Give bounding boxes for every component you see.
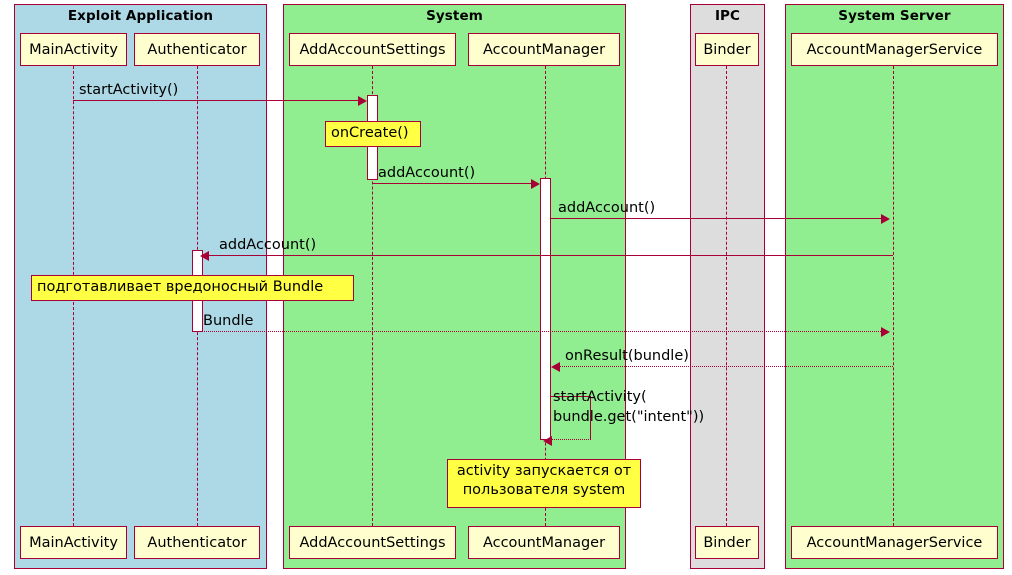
lifeline-accountmanagerservice bbox=[893, 66, 894, 526]
participant-authenticator-bottom[interactable]: Authenticator bbox=[134, 526, 260, 559]
message-line-addaccount-2 bbox=[551, 218, 883, 219]
participant-accountmanagerservice-bottom[interactable]: AccountManagerService bbox=[791, 526, 998, 559]
participant-mainactivity-bottom[interactable]: MainActivity bbox=[20, 526, 127, 559]
message-line-startactivity bbox=[73, 100, 360, 101]
message-arrowhead-addaccount-2 bbox=[881, 213, 890, 224]
participant-authenticator-top[interactable]: Authenticator bbox=[134, 33, 260, 66]
message-label-self-startactivity-line2: bundle.get("intent")) bbox=[553, 408, 705, 425]
group-exploit-application-title: Exploit Application bbox=[67, 8, 214, 24]
participant-accountmanager-bottom[interactable]: AccountManager bbox=[468, 526, 620, 559]
message-label-addaccount-2: addAccount() bbox=[558, 200, 656, 216]
message-arrowhead-addaccount-1 bbox=[531, 178, 540, 189]
note-oncreate: onCreate() bbox=[325, 121, 421, 147]
message-label-self-startactivity: startActivity( bundle.get("intent")) bbox=[553, 388, 704, 427]
participant-binder-top[interactable]: Binder bbox=[695, 33, 759, 66]
message-arrowhead-startactivity bbox=[358, 95, 367, 106]
message-label-onresult: onResult(bundle) bbox=[565, 348, 689, 364]
note-activity-runs-as-system-line2: пользователя system bbox=[462, 481, 626, 498]
message-label-self-startactivity-line1: startActivity( bbox=[553, 389, 647, 405]
note-prepares-malicious-bundle: подготавливает вредоносный Bundle bbox=[31, 275, 354, 301]
participant-addaccountsettings-top[interactable]: AddAccountSettings bbox=[289, 33, 456, 66]
participant-addaccountsettings-bottom[interactable]: AddAccountSettings bbox=[289, 526, 456, 559]
message-label-addaccount-1: addAccount() bbox=[378, 165, 476, 181]
message-line-onresult bbox=[559, 366, 893, 367]
note-activity-runs-as-system: activity запускается от пользователя syst… bbox=[447, 459, 641, 508]
group-system-server: System Server bbox=[785, 4, 1004, 569]
activation-accountmanager bbox=[540, 178, 551, 440]
participant-binder-bottom[interactable]: Binder bbox=[695, 526, 759, 559]
participant-accountmanager-top[interactable]: AccountManager bbox=[468, 33, 620, 66]
message-arrowhead-onresult bbox=[551, 361, 560, 372]
note-activity-runs-as-system-line1: activity запускается от bbox=[456, 463, 632, 479]
message-label-bundle: Bundle bbox=[203, 313, 254, 329]
message-label-addaccount-3: addAccount() bbox=[219, 237, 317, 253]
message-arrowhead-addaccount-3 bbox=[200, 250, 209, 261]
participant-mainactivity-top[interactable]: MainActivity bbox=[20, 33, 127, 66]
group-ipc-title: IPC bbox=[714, 8, 741, 24]
message-arrowhead-bundle bbox=[881, 326, 890, 337]
lifeline-binder bbox=[726, 66, 727, 526]
group-system-title: System bbox=[426, 8, 483, 24]
message-line-addaccount-3 bbox=[208, 255, 893, 256]
message-self-startactivity-loop bbox=[551, 396, 591, 440]
message-line-bundle bbox=[198, 331, 883, 332]
message-arrowhead-self-startactivity bbox=[543, 435, 552, 446]
group-ipc: IPC bbox=[690, 4, 765, 569]
group-system-server-title: System Server bbox=[838, 8, 951, 24]
message-label-startactivity: startActivity() bbox=[79, 82, 179, 98]
lifeline-addaccountsettings bbox=[372, 66, 373, 526]
participant-accountmanagerservice-top[interactable]: AccountManagerService bbox=[791, 33, 998, 66]
message-line-addaccount-1 bbox=[372, 183, 533, 184]
